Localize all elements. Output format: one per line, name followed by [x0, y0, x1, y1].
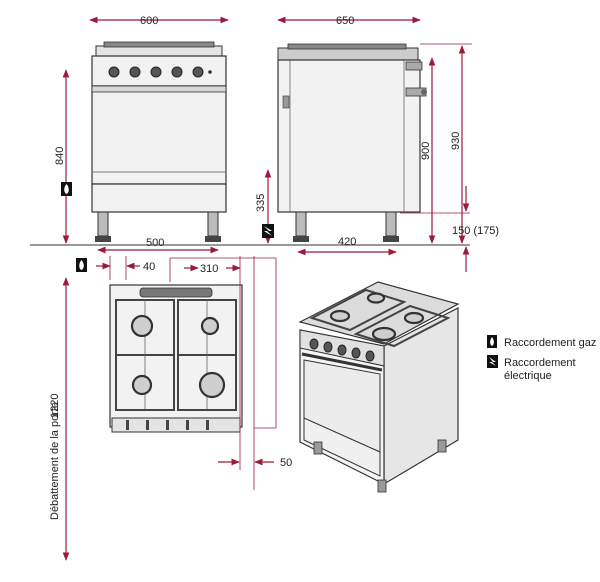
front-view [91, 41, 227, 242]
knob-icon [150, 66, 162, 78]
dim-front-height-label: 840 [54, 147, 66, 165]
burner-icon [130, 314, 154, 338]
electric-connection-icon [487, 355, 498, 368]
isometric-view [298, 281, 460, 493]
legend-gas-label: Raccordement gaz [504, 337, 596, 349]
gas-connection-icon [61, 182, 72, 196]
dim-side-height-top-label: 930 [450, 132, 462, 150]
dim-side-depth-label: 650 [336, 15, 354, 27]
dim-electric-height-label: 335 [255, 194, 267, 212]
legend-electric-label-2: électrique [504, 370, 552, 382]
dim-feet-spacing-label: 420 [338, 236, 356, 248]
side-view [277, 43, 427, 242]
gas-connection-icon [76, 258, 87, 272]
knob-icon [108, 66, 120, 78]
knob-icon [171, 66, 183, 78]
burner-icon [200, 316, 220, 336]
knob-icon [192, 66, 204, 78]
gas-connection-icon [487, 335, 497, 348]
legend-electric-label-1: Raccordement [504, 357, 576, 369]
electric-connection-icon [262, 224, 274, 238]
legend: Raccordement gaz Raccordement électrique [487, 335, 596, 382]
dim-top-depth-label: 500 [146, 237, 164, 249]
door-swing-label: Débattement de la porte [49, 402, 61, 520]
dim-connection-offset-label: 40 [143, 261, 155, 273]
dim-gas-offset-label: 310 [200, 263, 218, 275]
dim-side-height-hob-label: 900 [420, 142, 432, 160]
burner-icon [131, 374, 153, 396]
top-view [109, 284, 243, 433]
dim-wall-gap-label: 50 [280, 457, 292, 469]
burner-icon [198, 371, 226, 399]
knob-icon [129, 66, 141, 78]
door-swing-value: 1220 [49, 394, 61, 418]
dim-front-width-label: 600 [140, 15, 158, 27]
dim-plinth-label: 150 (175) [452, 225, 499, 237]
